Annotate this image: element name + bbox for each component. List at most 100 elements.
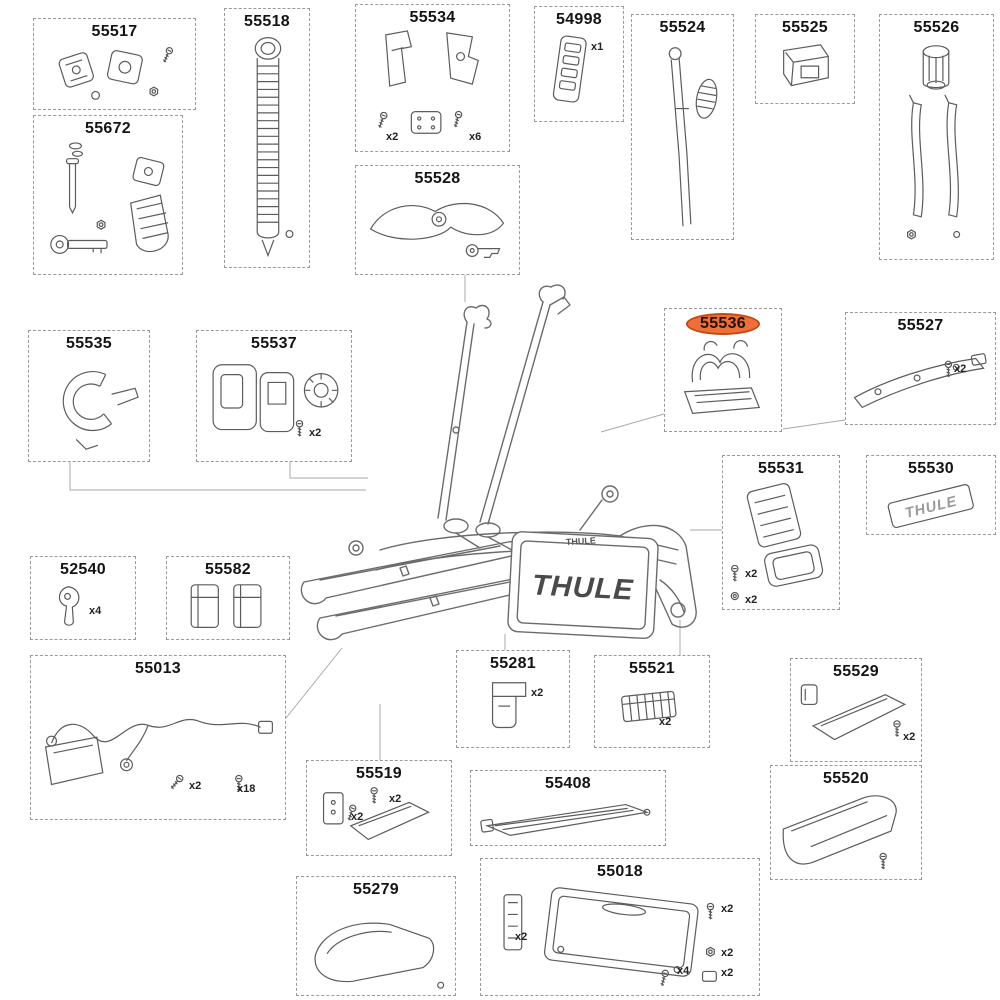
frame-brand-text: THULE: [566, 535, 596, 547]
qty-label: x4: [89, 605, 102, 617]
plate-brand-text: THULE: [531, 569, 635, 606]
part-number-55279[interactable]: 55279: [353, 881, 399, 898]
part-box-55527: 55527 x2: [845, 312, 996, 425]
qty-label: x2: [954, 363, 967, 375]
qty-label: x2: [659, 716, 672, 728]
part-box-55521: 55521 x2: [594, 655, 710, 748]
part-number-55013[interactable]: 55013: [135, 660, 181, 677]
part-illustration-55530: THULE: [867, 478, 995, 534]
qty-label: x2: [189, 780, 202, 792]
part-illustration-55672: [34, 138, 182, 274]
main-assembly-illustration: THULE THULE: [300, 284, 697, 641]
part-number-55672[interactable]: 55672: [85, 120, 131, 137]
part-number-52540[interactable]: 52540: [60, 561, 106, 578]
part-box-55279: 55279: [296, 876, 456, 996]
part-illustration-55018: [481, 881, 759, 988]
part-number-55530[interactable]: 55530: [908, 460, 954, 477]
part-illustration-55537: [197, 353, 351, 438]
part-box-54998: 54998 x1: [534, 6, 624, 122]
part-illustration-55528: [356, 188, 519, 274]
part-illustration-55529: [791, 681, 921, 761]
part-box-55518: 55518: [224, 8, 310, 268]
part-illustration-55534: [375, 27, 509, 151]
part-illustration-55517: [34, 46, 175, 109]
part-number-55531[interactable]: 55531: [758, 460, 804, 477]
qty-label: x2: [721, 967, 734, 979]
part-box-55519: 55519 x2 x2: [306, 760, 452, 856]
part-number-55537[interactable]: 55537: [251, 335, 297, 352]
part-number-55408[interactable]: 55408: [545, 775, 591, 792]
qty-label: x2: [745, 594, 758, 606]
part-box-55524: 55524: [631, 14, 734, 240]
qty-label: x2: [531, 687, 544, 699]
part-number-54998[interactable]: 54998: [556, 11, 602, 28]
part-illustration-55519: [307, 787, 451, 855]
qty-label: x2: [351, 811, 364, 823]
qty-label: x2: [515, 931, 528, 943]
part-number-55527[interactable]: 55527: [897, 317, 944, 334]
part-box-55517: 55517: [33, 18, 196, 110]
part-number-55524[interactable]: 55524: [659, 19, 706, 36]
part-box-55408: 55408: [470, 770, 666, 846]
part-number-55018[interactable]: 55018: [597, 863, 643, 880]
part-box-55018: 55018 x2 x2 x2 x4 x2: [480, 858, 760, 996]
part-illustration-55525: [756, 37, 854, 103]
part-box-52540: 52540 x4: [30, 556, 136, 640]
part-number-55526[interactable]: 55526: [913, 19, 960, 36]
part-number-55518[interactable]: 55518: [244, 13, 290, 30]
part-number-55528[interactable]: 55528: [414, 170, 461, 187]
part-number-55582[interactable]: 55582: [205, 561, 251, 578]
part-number-55535[interactable]: 55535: [66, 335, 112, 352]
part-box-55582: 55582: [166, 556, 290, 640]
part-number-55281[interactable]: 55281: [490, 655, 536, 672]
part-number-55536-highlighted[interactable]: 55536: [665, 313, 781, 335]
part-illustration-55521: [595, 678, 709, 747]
part-box-55520: 55520: [770, 765, 922, 880]
qty-label: x2: [309, 427, 322, 439]
part-box-55535: 55535: [28, 330, 150, 462]
part-illustration-55527: [846, 335, 995, 424]
part-illustration-55535: [29, 353, 149, 461]
part-illustration-55279: [297, 899, 455, 995]
part-box-55531: 55531 x2 x2: [722, 455, 840, 610]
qty-label: x18: [237, 783, 256, 795]
qty-label: x2: [903, 731, 916, 743]
qty-label: x6: [469, 131, 482, 143]
part-illustration-55281: [457, 673, 569, 747]
part-box-55525: 55525: [755, 14, 855, 104]
part-box-55013: 55013 x2 x18: [30, 655, 286, 820]
part-box-55529: 55529 x2: [790, 658, 922, 762]
part-illustration-55013: [31, 678, 285, 792]
part-number-55521[interactable]: 55521: [629, 660, 675, 677]
qty-label: x2: [745, 568, 758, 580]
highlight-ellipse[interactable]: 55536: [686, 313, 760, 335]
part-box-55530: 55530 THULE: [866, 455, 996, 535]
part-number-55519[interactable]: 55519: [356, 765, 402, 782]
part-illustration-55520: [771, 788, 921, 870]
qty-label: x2: [386, 131, 399, 143]
part-box-55534: 55534 x2 x6: [355, 4, 510, 152]
qty-label: x2: [721, 947, 734, 959]
part-box-55537: 55537 x2: [196, 330, 352, 462]
part-illustration-55518: [225, 31, 309, 267]
part-box-55281: 55281 x2: [456, 650, 570, 748]
qty-label: x2: [389, 793, 402, 805]
qty-label: x2: [721, 903, 734, 915]
part-illustration-55582: [167, 579, 289, 639]
qty-label: x1: [591, 41, 604, 53]
part-illustration-55531: [730, 478, 839, 601]
part-box-55528: 55528: [355, 165, 520, 275]
part-number-55534[interactable]: 55534: [409, 9, 456, 26]
part-number-55517[interactable]: 55517: [91, 23, 138, 40]
part-number-55525[interactable]: 55525: [782, 19, 828, 36]
part-illustration-55536: [665, 331, 781, 431]
part-number-55529[interactable]: 55529: [833, 663, 879, 680]
part-box-55526: 55526: [879, 14, 994, 260]
part-box-55536: 55536: [664, 308, 782, 432]
part-illustration-55408: [471, 793, 665, 845]
part-illustration-52540: [31, 579, 135, 639]
part-number-55520[interactable]: 55520: [823, 770, 869, 787]
part-box-55672: 55672: [33, 115, 183, 275]
part-illustration-55524: [632, 37, 733, 239]
